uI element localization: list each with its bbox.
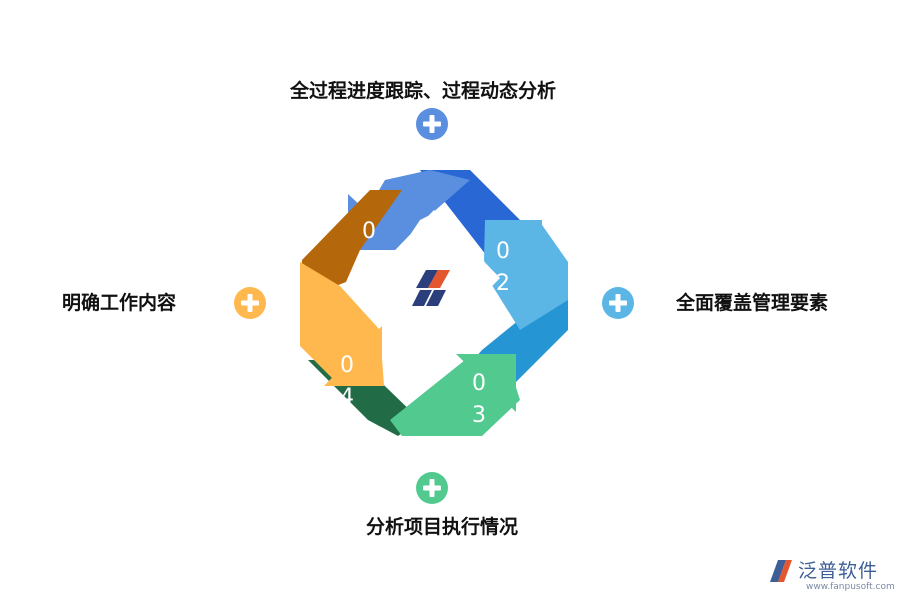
fanpu-logo-icon — [412, 270, 450, 306]
watermark-url: www.fanpusoft.com — [806, 582, 895, 592]
step-label-bottom: 分析项目执行情况 — [366, 516, 519, 538]
arrow-02-head — [486, 220, 542, 280]
watermark-brand: 泛普软件 — [798, 560, 879, 582]
arrow-03-head — [456, 354, 516, 412]
plus-icon[interactable] — [234, 287, 266, 319]
step-label-left: 明确工作内容 — [62, 292, 177, 314]
step-label-top: 全过程进度跟踪、过程动态分析 — [290, 80, 557, 102]
plus-icon[interactable] — [416, 472, 448, 504]
step-label-right: 全面覆盖管理要素 — [676, 292, 829, 314]
brand-watermark: 泛普软件 www.fanpusoft.com — [768, 556, 895, 596]
plus-icon[interactable] — [416, 108, 448, 140]
arrow-02-body — [484, 220, 568, 330]
plus-icon[interactable] — [602, 287, 634, 319]
fanpu-logo-icon — [770, 560, 792, 582]
arrow-04-head — [324, 326, 382, 386]
arrow-04-tab — [300, 190, 402, 300]
arrow-step-04 — [300, 190, 402, 386]
